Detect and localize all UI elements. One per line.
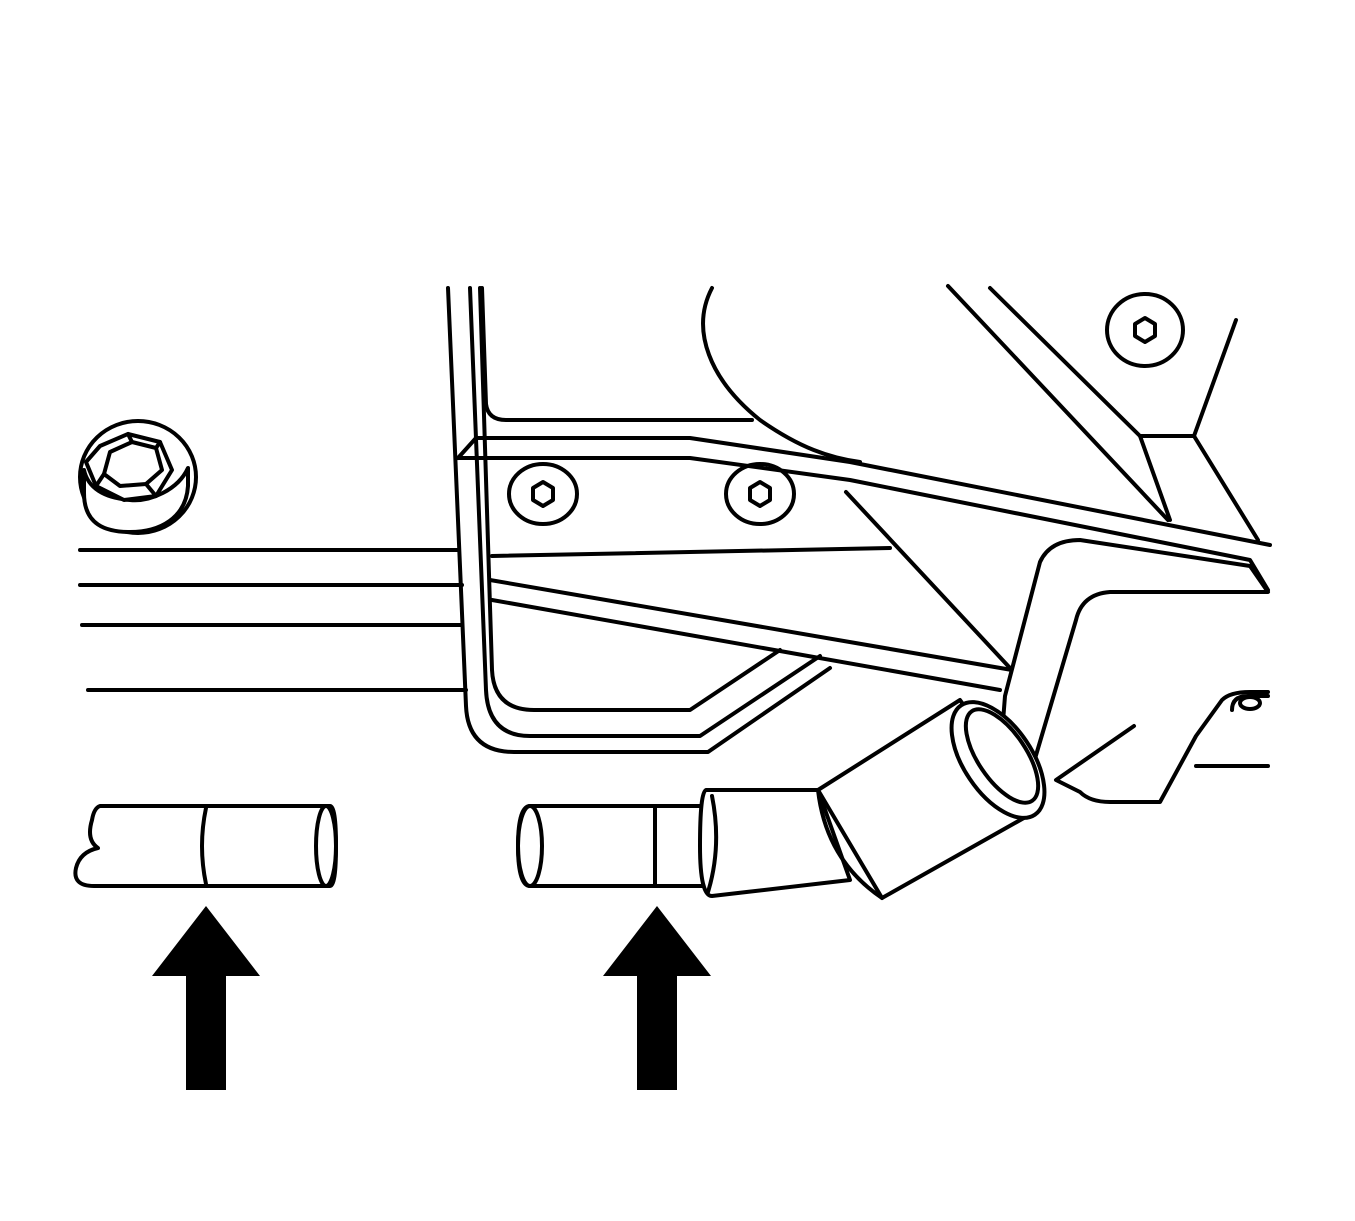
housing-outline xyxy=(701,284,1260,542)
frame-rails xyxy=(78,548,468,692)
cut-pipe-end-left xyxy=(73,804,338,888)
arrow-up-icon xyxy=(152,906,260,1090)
cut-pipe-end-right xyxy=(516,698,1047,900)
socket-screw-icon xyxy=(1105,292,1185,368)
socket-screw-icon xyxy=(724,462,796,526)
arrow-up-icon xyxy=(603,906,711,1090)
hex-bolt-icon xyxy=(78,419,198,535)
fitting-assembly xyxy=(998,538,1270,804)
socket-screw-icon xyxy=(507,462,579,526)
mounting-bracket xyxy=(446,286,1272,754)
